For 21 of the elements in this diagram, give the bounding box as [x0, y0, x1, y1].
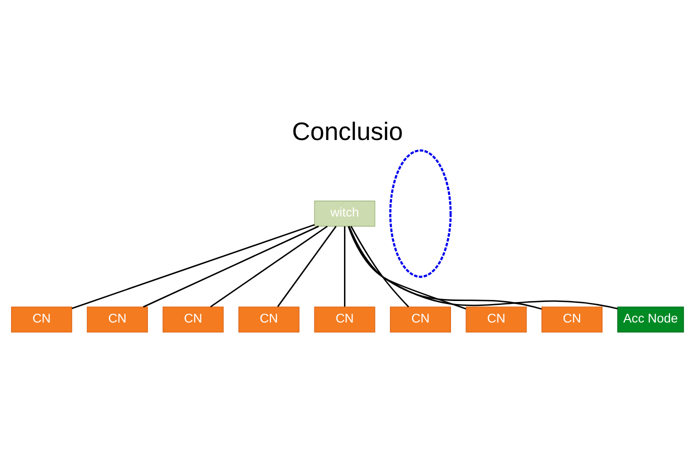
- connector: [277, 226, 337, 308]
- connector: [348, 226, 542, 310]
- node-box: Acc Node: [617, 306, 684, 333]
- node-ellipse: [389, 149, 452, 278]
- connector: [350, 226, 410, 308]
- node-box: CN: [86, 306, 148, 333]
- connector: [348, 226, 466, 310]
- node-box: CN: [11, 306, 72, 333]
- node-box: CN: [314, 306, 376, 333]
- connector: [344, 226, 346, 307]
- node-box: witch: [314, 200, 376, 227]
- connector: [348, 226, 618, 310]
- node-box: CN: [162, 306, 224, 333]
- connector: [143, 226, 319, 308]
- connector: [72, 224, 315, 310]
- node-box: CN: [466, 306, 527, 333]
- connector: [210, 226, 328, 308]
- diagram-title: Conclusio: [292, 118, 403, 146]
- node-box: CN: [238, 306, 300, 333]
- node-box: CN: [542, 306, 603, 333]
- node-box: CN: [390, 306, 451, 333]
